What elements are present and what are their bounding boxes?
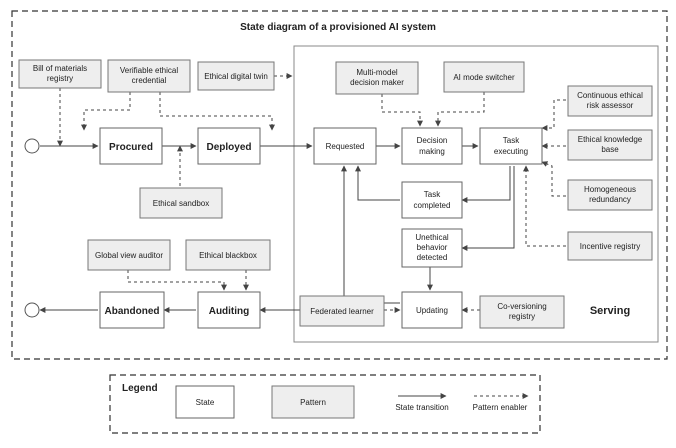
state-auditing: Auditing bbox=[197, 291, 261, 329]
svg-text:base: base bbox=[601, 145, 619, 154]
pattern-ethical-sandbox: Ethical sandbox bbox=[139, 187, 223, 219]
legend-pattern-label: Pattern bbox=[300, 398, 326, 407]
svg-text:Incentive registry: Incentive registry bbox=[580, 242, 640, 251]
svg-text:Homogeneous: Homogeneous bbox=[584, 185, 636, 194]
svg-text:Abandoned: Abandoned bbox=[105, 306, 160, 317]
svg-text:Auditing: Auditing bbox=[209, 306, 250, 317]
pattern-verifiable-ethical-credential: Verifiable ethical credential bbox=[107, 59, 191, 93]
legend-state-box bbox=[175, 385, 235, 419]
pattern-ethical-blackbox: Ethical blackbox bbox=[185, 239, 271, 271]
state-task-completed: Task completed bbox=[401, 181, 463, 219]
svg-text:Federated learner: Federated learner bbox=[310, 307, 374, 316]
state-deployed: Deployed bbox=[197, 127, 261, 165]
svg-text:Ethical sandbox: Ethical sandbox bbox=[153, 199, 209, 208]
svg-text:Ethical blackbox: Ethical blackbox bbox=[199, 251, 257, 260]
svg-text:decision maker: decision maker bbox=[350, 78, 404, 87]
legend-title: Legend bbox=[122, 383, 158, 394]
svg-text:AI mode switcher: AI mode switcher bbox=[453, 73, 515, 82]
state-task-executing: Task executing bbox=[479, 127, 543, 165]
state-unethical-behavior-detected: Unethical behavior detected bbox=[401, 228, 463, 268]
legend: Legend State Pattern State transition Pa… bbox=[109, 374, 541, 434]
svg-text:Continuous ethical: Continuous ethical bbox=[577, 91, 643, 100]
pattern-ethical-knowledge-base: Ethical knowledge base bbox=[567, 129, 653, 161]
svg-text:Updating: Updating bbox=[416, 306, 448, 315]
initial-node bbox=[24, 138, 40, 154]
svg-text:risk assessor: risk assessor bbox=[587, 101, 634, 110]
svg-text:Ethical knowledge: Ethical knowledge bbox=[578, 135, 643, 144]
svg-text:Ethical digital twin: Ethical digital twin bbox=[204, 72, 268, 81]
legend-state-label: State bbox=[196, 398, 215, 407]
svg-text:Verifiable ethical: Verifiable ethical bbox=[120, 66, 178, 75]
svg-text:redundancy: redundancy bbox=[589, 195, 631, 204]
svg-text:Task: Task bbox=[424, 190, 441, 199]
pattern-federated-learner: Federated learner bbox=[299, 295, 385, 327]
svg-text:Task: Task bbox=[503, 136, 520, 145]
svg-text:behavior: behavior bbox=[417, 243, 448, 252]
pattern-ethical-digital-twin: Ethical digital twin bbox=[197, 61, 275, 91]
state-requested: Requested bbox=[313, 127, 377, 165]
svg-text:Global view auditor: Global view auditor bbox=[95, 251, 163, 260]
svg-text:Multi-model: Multi-model bbox=[356, 68, 398, 77]
serving-label: Serving bbox=[590, 305, 630, 317]
svg-text:credential: credential bbox=[132, 76, 167, 85]
legend-transition-label: State transition bbox=[395, 403, 448, 412]
svg-text:Deployed: Deployed bbox=[206, 142, 251, 153]
diagram-title: State diagram of a provisioned AI system bbox=[240, 22, 436, 33]
svg-text:Requested: Requested bbox=[326, 142, 365, 151]
svg-text:Decision: Decision bbox=[417, 136, 448, 145]
svg-text:Bill of materials: Bill of materials bbox=[33, 64, 87, 73]
state-abandoned: Abandoned bbox=[99, 291, 165, 329]
pattern-multi-model-decision-maker: Multi-model decision maker bbox=[335, 61, 419, 95]
svg-text:registry: registry bbox=[47, 74, 73, 83]
pattern-homogeneous-redundancy: Homogeneous redundancy bbox=[567, 179, 653, 211]
svg-text:detected: detected bbox=[417, 253, 448, 262]
diagram-frame bbox=[11, 10, 668, 360]
pattern-incentive-registry: Incentive registry bbox=[567, 231, 653, 261]
svg-text:executing: executing bbox=[494, 147, 528, 156]
state-decision-making: Decision making bbox=[401, 127, 463, 165]
pattern-co-versioning-registry: Co-versioning registry bbox=[479, 295, 565, 329]
svg-text:Procured: Procured bbox=[109, 142, 153, 153]
svg-text:Co-versioning: Co-versioning bbox=[497, 302, 546, 311]
final-node bbox=[24, 302, 40, 318]
legend-pattern-box bbox=[271, 385, 355, 419]
svg-text:completed: completed bbox=[414, 201, 451, 210]
state-updating: Updating bbox=[401, 291, 463, 329]
pattern-continuous-ethical-risk-assessor: Continuous ethical risk assessor bbox=[567, 85, 653, 117]
serving-region bbox=[293, 45, 659, 343]
svg-text:making: making bbox=[419, 147, 445, 156]
svg-text:Unethical: Unethical bbox=[415, 233, 449, 242]
state-procured: Procured bbox=[99, 127, 163, 165]
pattern-ai-mode-switcher: AI mode switcher bbox=[443, 61, 525, 93]
pattern-bill-of-materials-registry: Bill of materials registry bbox=[18, 59, 102, 89]
pattern-global-view-auditor: Global view auditor bbox=[87, 239, 171, 271]
svg-text:registry: registry bbox=[509, 312, 535, 321]
legend-enabler-label: Pattern enabler bbox=[473, 403, 528, 412]
